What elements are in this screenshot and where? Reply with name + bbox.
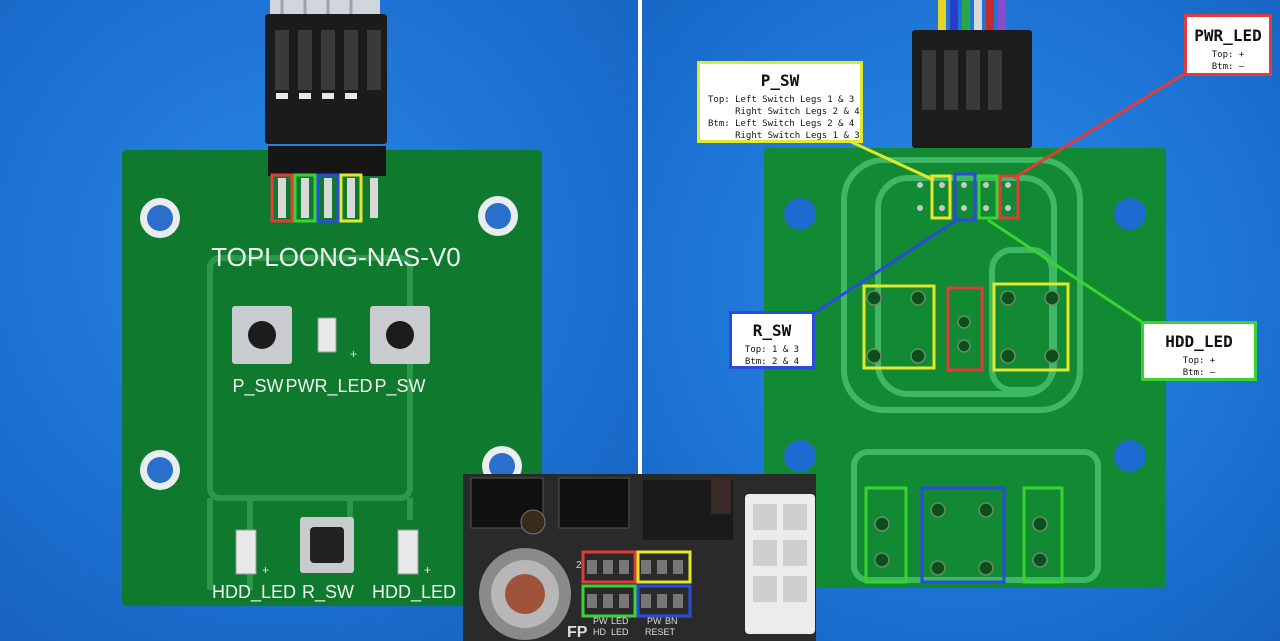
inductor-ring [479, 548, 571, 640]
hdd-led-left [235, 529, 257, 575]
front-pwr-led-box [270, 173, 294, 223]
callout-p-sw: P_SW Top: Left Switch Legs 1 & 3 Right S… [697, 61, 863, 143]
label-hdd-led-right: HDD_LED [372, 582, 456, 603]
callout-r-sw-title: R_SW [752, 321, 792, 340]
callout-p-sw-line: Right Switch Legs 1 & 3 [708, 131, 860, 141]
back-r-sw-header-box [953, 172, 977, 222]
plus-mark-hdd-left: + [262, 563, 269, 577]
hdd-led-right [397, 529, 419, 575]
callout-p-sw-line: Top: Left Switch Legs 1 & 3 [708, 95, 855, 105]
board-name-label: TOPLOONG-NAS-V0 [211, 242, 460, 272]
inset-pin-number: 2 [576, 560, 582, 571]
label-pwr-led: PWR_LED [285, 376, 372, 397]
callout-hdd-led: HDD_LED Top: + Btm: – [1141, 321, 1257, 381]
callout-hdd-led-line: Btm: – [1182, 368, 1216, 378]
callout-hdd-led-line: Top: + [1182, 356, 1216, 366]
front-board-svg: TOPLOONG-NAS-V0 P_SW PWR_LED P_SW HDD_LE… [122, 0, 542, 606]
callout-p-sw-line: Btm: Left Switch Legs 2 & 4 [708, 119, 855, 129]
inset-p-sw-box [636, 550, 692, 584]
label-p-sw-right: P_SW [374, 376, 425, 397]
back-p-sw-left-box [862, 284, 936, 370]
back-p-sw-header-box [930, 174, 952, 220]
callout-r-sw-line: Btm: 2 & 4 [744, 357, 800, 367]
inset-hdd-led-box [581, 584, 637, 618]
wire-bundle-back [938, 0, 1006, 32]
plus-mark-pwr: + [350, 347, 357, 361]
pwr-led [317, 317, 337, 353]
r-sw-pointer [815, 216, 961, 314]
callout-p-sw-line: Right Switch Legs 2 & 4 [708, 107, 860, 117]
callout-hdd-led-title: HDD_LED [1165, 332, 1233, 351]
callout-pwr-led-line: Top: + [1211, 50, 1245, 60]
callout-r-sw-line: Top: 1 & 3 [744, 345, 800, 355]
pcb-front [122, 150, 542, 606]
front-board-photo: TOPLOONG-NAS-V0 P_SW PWR_LED P_SW HDD_LE… [0, 0, 638, 641]
motherboard-svg: 2 FP PW HD LED LED PW RESET BN [463, 474, 816, 641]
r-sw-switch [300, 517, 354, 573]
inset-col3-top: PW [647, 616, 662, 626]
back-hdd-led-header-box [977, 174, 999, 220]
callout-r-sw: R_SW Top: 1 & 3 Btm: 2 & 4 [729, 311, 815, 369]
label-hdd-led-left: HDD_LED [212, 582, 296, 603]
back-hdd-led-right-box [1022, 486, 1064, 584]
front-r-sw-box [316, 173, 340, 223]
back-pwr-led-box [946, 286, 984, 372]
panel-divider [638, 0, 642, 641]
p-sw-right-switch [370, 306, 430, 364]
inset-col1-bottom: HD [593, 627, 606, 637]
motherboard-inset: 2 FP PW HD LED LED PW RESET BN [463, 474, 816, 641]
inset-col3-bottom: RESET [645, 627, 676, 637]
p-sw-left-switch [232, 306, 292, 364]
back-pwr-led-header-box [998, 174, 1020, 220]
plus-mark-hdd-right: + [424, 563, 431, 577]
pin-header [268, 146, 386, 218]
inset-r-sw-box [636, 584, 692, 618]
inset-pwr-led-box [581, 550, 637, 584]
back-r-sw-box [920, 486, 1006, 584]
inset-col4-top: BN [665, 616, 678, 626]
pcb-back [764, 148, 1166, 588]
callout-pwr-led-title: PWR_LED [1194, 26, 1262, 45]
label-r-sw: R_SW [302, 582, 354, 603]
back-board-svg [764, 0, 1185, 588]
front-p-sw-box [339, 173, 363, 223]
inset-fp-label: FP [567, 624, 588, 641]
back-p-sw-right-box [992, 282, 1070, 372]
label-p-sw-left: P_SW [232, 376, 283, 397]
inset-col2-top: LED [611, 616, 629, 626]
pwr-led-pointer [1013, 72, 1185, 180]
front-hdd-led-box [293, 173, 317, 223]
back-hdd-led-left-box [864, 486, 908, 584]
callout-pwr-led: PWR_LED Top: + Btm: – [1184, 14, 1272, 76]
p-sw-pointer [846, 138, 935, 182]
callout-p-sw-title: P_SW [760, 71, 800, 90]
inset-col1-top: PW [593, 616, 608, 626]
callout-pwr-led-line: Btm: – [1211, 62, 1245, 72]
hdd-led-pointer [987, 218, 1143, 324]
inset-col2-bottom: LED [611, 627, 629, 637]
